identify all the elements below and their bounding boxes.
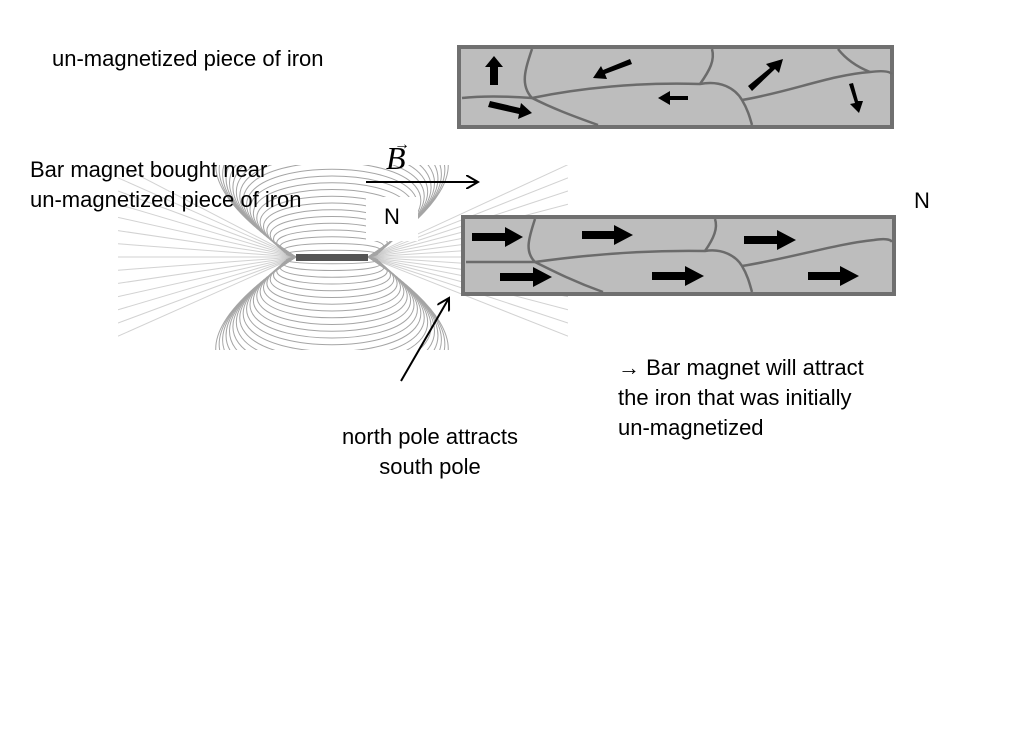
field-line bbox=[263, 256, 401, 312]
field-line bbox=[118, 256, 297, 324]
field-line bbox=[118, 177, 297, 258]
field-line bbox=[229, 165, 435, 258]
field-line bbox=[118, 256, 297, 271]
field-line bbox=[118, 256, 297, 284]
conclusion-line2: the iron that was initially bbox=[618, 385, 852, 410]
field-line bbox=[218, 256, 446, 350]
domain-walls bbox=[466, 218, 894, 294]
pointer-arrow bbox=[400, 298, 449, 382]
field-line bbox=[273, 256, 391, 292]
north-pole-left-label: N bbox=[366, 197, 418, 241]
field-line bbox=[273, 222, 391, 258]
field-line bbox=[235, 165, 429, 258]
domain-arrows bbox=[472, 225, 859, 287]
bar-magnet bbox=[296, 254, 368, 261]
field-line bbox=[232, 256, 432, 350]
field-line bbox=[239, 256, 425, 350]
field-line bbox=[118, 230, 297, 258]
field-line bbox=[269, 256, 395, 298]
bar-magnet-near-line2: un-magnetized piece of iron bbox=[30, 187, 302, 212]
field-line bbox=[118, 216, 297, 258]
vector-arrow-glyph: → bbox=[394, 136, 410, 153]
field-line bbox=[235, 256, 429, 350]
conclusion-line3: un-magnetized bbox=[618, 415, 764, 440]
north-attracts-line2: south pole bbox=[379, 454, 481, 479]
bar-magnet-near-label: Bar magnet bought near un-magnetized pie… bbox=[30, 155, 302, 215]
field-line bbox=[118, 190, 297, 258]
field-line bbox=[118, 256, 297, 337]
field-line bbox=[249, 256, 415, 339]
field-line bbox=[118, 203, 297, 258]
north-pole-right-label: N bbox=[914, 188, 930, 213]
bar-magnet-near-line1: Bar magnet bought near bbox=[30, 157, 268, 182]
b-field-symbol: B bbox=[386, 140, 406, 176]
field-line bbox=[232, 165, 432, 258]
field-line bbox=[242, 256, 422, 350]
field-line bbox=[252, 256, 412, 332]
unmagnetized-iron bbox=[457, 45, 894, 129]
field-line bbox=[222, 165, 442, 258]
field-line bbox=[118, 256, 297, 298]
b-field-label: → B bbox=[386, 136, 410, 177]
field-line bbox=[367, 256, 568, 337]
north-attracts-line1: north pole attracts bbox=[341, 424, 519, 449]
field-line bbox=[266, 256, 398, 305]
magnetized-iron bbox=[461, 215, 896, 296]
field-line bbox=[215, 256, 449, 350]
field-line bbox=[118, 256, 297, 311]
field-line bbox=[118, 243, 297, 258]
field-line bbox=[118, 165, 297, 258]
field-line bbox=[225, 165, 439, 258]
field-line bbox=[367, 165, 568, 258]
field-line bbox=[222, 256, 442, 350]
field-line bbox=[242, 165, 422, 258]
unmagnetized-label: un-magnetized piece of iron bbox=[52, 46, 324, 71]
field-line bbox=[259, 256, 405, 319]
field-line bbox=[239, 165, 425, 258]
domain-walls bbox=[461, 48, 893, 127]
conclusion-label: → Bar magnet will attract the iron that … bbox=[618, 353, 864, 443]
field-line bbox=[256, 256, 408, 325]
domain-arrows bbox=[485, 56, 863, 119]
field-line bbox=[246, 256, 418, 346]
conclusion-line1: → Bar magnet will attract bbox=[618, 355, 864, 380]
north-attracts-label: north pole attracts south pole bbox=[320, 422, 540, 482]
field-line bbox=[225, 256, 439, 350]
field-line bbox=[229, 256, 435, 350]
field-line bbox=[218, 165, 446, 258]
